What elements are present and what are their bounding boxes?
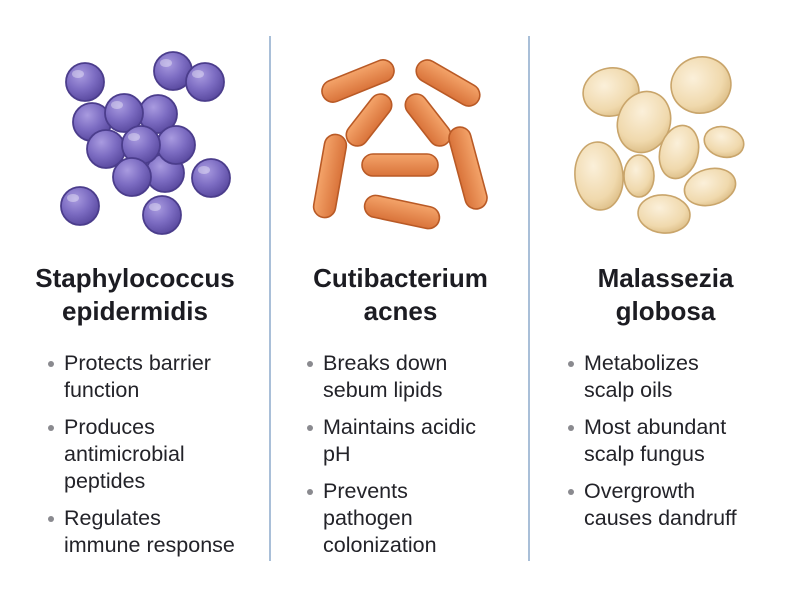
list-item: Regulates immune response xyxy=(45,505,270,559)
organism-name: Staphylococcus epidermidis xyxy=(0,262,270,328)
organism-name-line1: Staphylococcus xyxy=(35,263,235,293)
bullet-dot-icon xyxy=(307,489,313,495)
bullet-dot-icon xyxy=(307,425,313,431)
organism-column-cutibacterium: Cutibacterium acnes Breaks down sebum li… xyxy=(272,0,529,597)
bullet-dot-icon xyxy=(48,361,54,367)
list-item: Breaks down sebum lipids xyxy=(304,350,529,404)
list-item: Maintains acidic pH xyxy=(304,414,529,468)
rod-bacteria-icon xyxy=(312,59,488,230)
bullet-dot-icon xyxy=(48,516,54,522)
list-item: Overgrowth causes dandruff xyxy=(565,478,800,532)
list-item: Prevents pathogen colonization xyxy=(304,478,529,559)
bullet-dot-icon xyxy=(568,425,574,431)
organism-column-malassezia: Malassezia globosa Metabolizes scalp oil… xyxy=(531,0,800,597)
organism-name: Cutibacterium acnes xyxy=(272,262,529,328)
organism-column-staphylococcus: Staphylococcus epidermidis Protects barr… xyxy=(0,0,270,597)
column-divider xyxy=(269,36,271,561)
organism-name: Malassezia globosa xyxy=(531,262,800,328)
function-list: Protects barrier function Produces antim… xyxy=(45,350,270,569)
list-item: Metabolizes scalp oils xyxy=(565,350,800,404)
bullet-dot-icon xyxy=(568,361,574,367)
list-item: Protects barrier function xyxy=(45,350,270,404)
function-list: Metabolizes scalp oils Most abundant sca… xyxy=(565,350,800,542)
organism-name-line1: Malassezia xyxy=(597,263,734,293)
function-list: Breaks down sebum lipids Maintains acidi… xyxy=(304,350,529,569)
bullet-dot-icon xyxy=(307,361,313,367)
organism-name-line2: acnes xyxy=(363,296,438,326)
cocci-cluster-icon xyxy=(60,51,231,235)
bullet-dot-icon xyxy=(568,489,574,495)
bullet-dot-icon xyxy=(48,425,54,431)
organism-name-line2: epidermidis xyxy=(62,296,208,326)
list-item: Most abundant scalp fungus xyxy=(565,414,800,468)
column-divider xyxy=(528,36,530,561)
list-item: Produces antimicrobial peptides xyxy=(45,414,270,495)
yeast-cells-icon xyxy=(574,56,745,234)
organism-name-line2: globosa xyxy=(615,296,716,326)
organism-name-line1: Cutibacterium xyxy=(313,263,488,293)
